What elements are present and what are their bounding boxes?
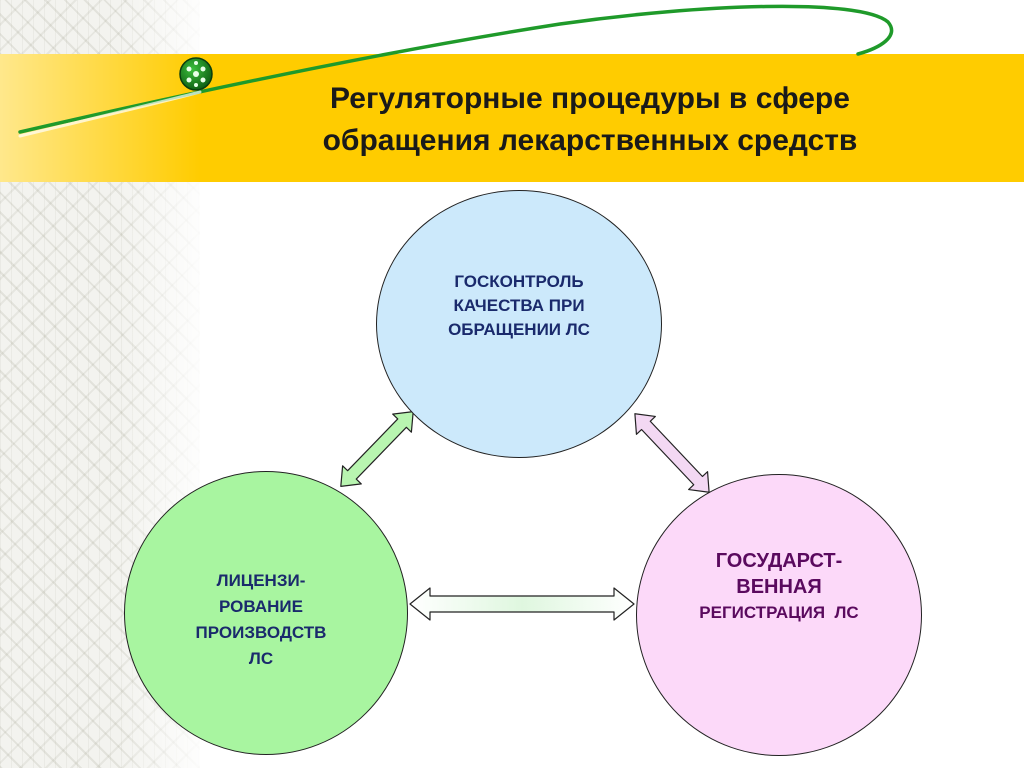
node-top-line-3: ОБРАЩЕНИИ ЛС [448, 320, 590, 339]
arrow-left-to-right [409, 587, 635, 621]
node-top-line-1: ГОСКОНТРОЛЬ [454, 272, 584, 291]
node-top-line-2: КАЧЕСТВА ПРИ [453, 296, 585, 315]
node-licensing-label: ЛИЦЕНЗИ- РОВАНИЕ ПРОИЗВОДСТВ ЛС [196, 568, 327, 672]
node-left-line-1: ЛИЦЕНЗИ- [216, 571, 306, 590]
node-quality-control-label: ГОСКОНТРОЛЬ КАЧЕСТВА ПРИ ОБРАЩЕНИИ ЛС [448, 270, 590, 342]
arrow-left-to-top [340, 411, 414, 487]
molecule-dots-icon [179, 57, 213, 91]
node-state-registration-label: ГОСУДАРСТ- ВЕННАЯ РЕГИСТРАЦИЯ ЛС [699, 548, 858, 626]
node-left-line-4: ЛС [248, 649, 274, 668]
node-right-line-1: ГОСУДАРСТ- [715, 550, 843, 572]
arrow-top-to-right [634, 413, 710, 493]
node-right-line-3: РЕГИСТРАЦИЯ ЛС [699, 603, 859, 622]
node-left-line-2: РОВАНИЕ [219, 597, 303, 616]
title-line-1: Регуляторные процедуры в сфере [330, 82, 850, 115]
green-swoosh-line [18, 4, 894, 134]
swoosh-highlight [18, 90, 202, 138]
node-quality-control: ГОСКОНТРОЛЬ КАЧЕСТВА ПРИ ОБРАЩЕНИИ ЛС [376, 190, 662, 458]
node-left-line-3: ПРОИЗВОДСТВ [195, 623, 327, 642]
node-licensing: ЛИЦЕНЗИ- РОВАНИЕ ПРОИЗВОДСТВ ЛС [124, 471, 408, 755]
node-right-line-2: ВЕННАЯ [736, 576, 822, 598]
title-line-2: обращения лекарственных средств [322, 124, 858, 157]
slide-title: Регуляторные процедуры в сфере обращения… [240, 78, 940, 162]
node-state-registration: ГОСУДАРСТ- ВЕННАЯ РЕГИСТРАЦИЯ ЛС [636, 474, 922, 756]
